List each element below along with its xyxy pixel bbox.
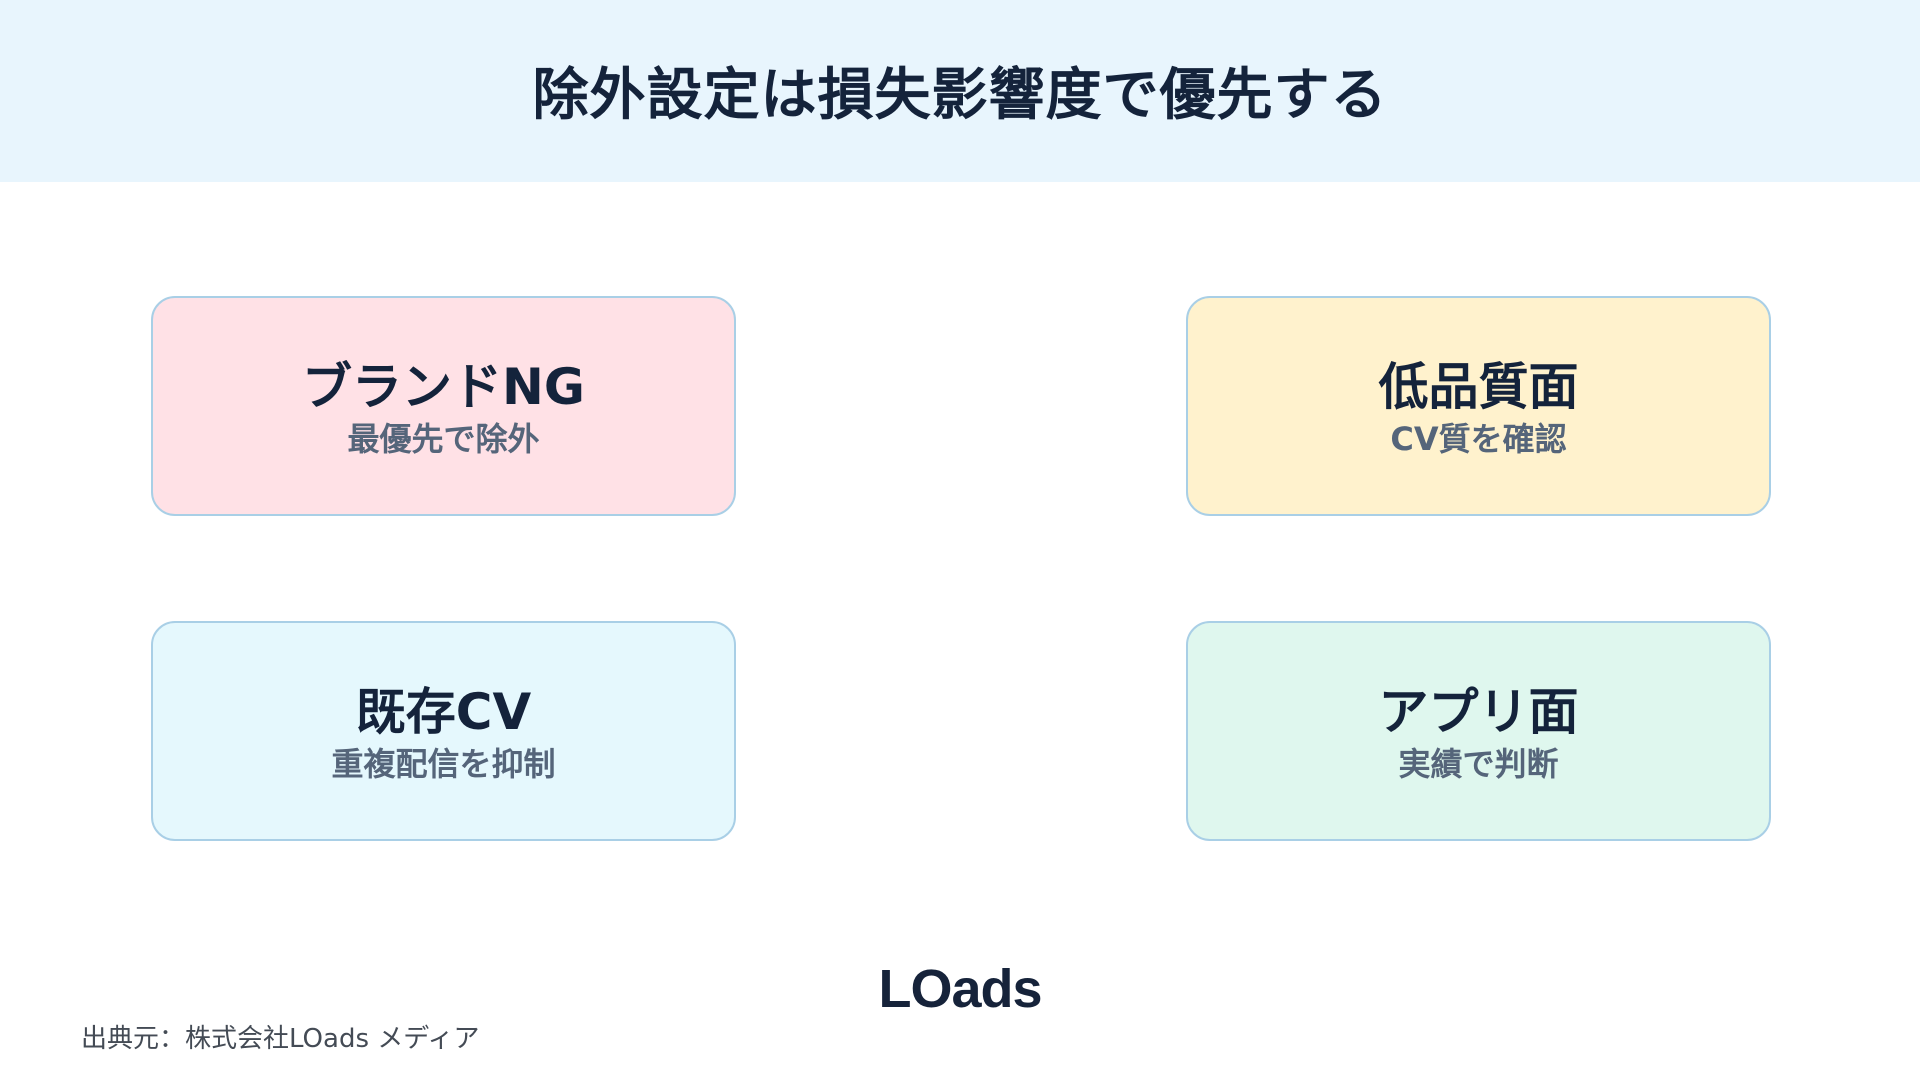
source-credit: 出典元：株式会社LOads メディア [81, 1024, 480, 1054]
card-app-placement: アプリ面 実績で判断 [1186, 621, 1771, 841]
loads-logo: LOads [878, 959, 1042, 1019]
card-title: アプリ面 [1378, 683, 1579, 741]
card-low-quality: 低品質面 CV質を確認 [1186, 296, 1771, 516]
card-subtitle: 実績で判断 [1398, 745, 1559, 783]
header-banner: 除外設定は損失影響度で優先する [0, 0, 1920, 182]
card-subtitle: CV質を確認 [1390, 420, 1567, 458]
card-brand-ng: ブランドNG 最優先で除外 [151, 296, 736, 516]
card-existing-cv: 既存CV 重複配信を抑制 [151, 621, 736, 841]
card-subtitle: 最優先で除外 [347, 420, 540, 458]
card-title: 既存CV [355, 683, 532, 741]
card-subtitle: 重複配信を抑制 [331, 745, 556, 783]
page-title: 除外設定は損失影響度で優先する [532, 62, 1388, 128]
card-title: 低品質面 [1378, 358, 1579, 416]
card-title: ブランドNG [302, 358, 585, 416]
